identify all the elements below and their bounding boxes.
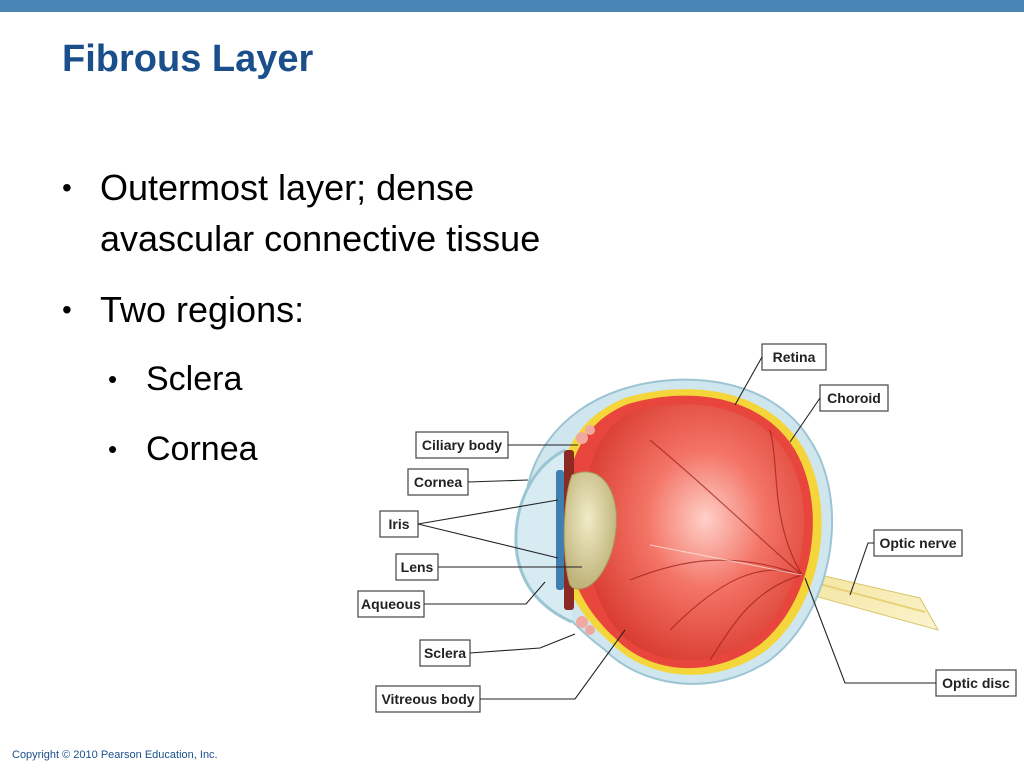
sub-bullet-text: Cornea xyxy=(146,430,258,468)
label-aqueous: Aqueous xyxy=(357,581,546,618)
label-iris: Iris xyxy=(379,499,559,559)
eye-anatomy-diagram: Retina Choroid Ciliary body Cornea Iris … xyxy=(350,330,1024,730)
eye-diagram-svg: Retina Choroid Ciliary body Cornea Iris … xyxy=(357,343,1017,713)
label-lens: Lens xyxy=(395,553,582,581)
label-lens-text: Lens xyxy=(401,559,434,575)
bullet-list: • Outermost layer; dense avascular conne… xyxy=(62,162,582,495)
bullet-text: Outermost layer; dense avascular connect… xyxy=(100,167,541,259)
lens-shape xyxy=(563,471,617,590)
vitreous-body-shape xyxy=(585,404,805,661)
bullet-marker: • xyxy=(62,172,72,203)
label-ciliary-body: Ciliary body xyxy=(415,431,578,459)
copyright-footer: Copyright © 2010 Pearson Education, Inc. xyxy=(12,749,218,761)
bullet-marker: • xyxy=(62,294,72,325)
retinal-vessels xyxy=(629,429,803,661)
top-accent-bar xyxy=(0,0,1024,12)
bullet-item: • Outermost layer; dense avascular conne… xyxy=(62,162,582,264)
label-vitreous-body: Vitreous body xyxy=(375,629,626,713)
label-aqueous-text: Aqueous xyxy=(361,596,421,612)
label-optic-nerve: Optic nerve xyxy=(849,529,963,596)
label-optic-nerve-text: Optic nerve xyxy=(879,535,956,551)
label-optic-disc-text: Optic disc xyxy=(942,675,1010,691)
sub-bullet-text: Sclera xyxy=(146,360,243,398)
visual-axis-line xyxy=(649,544,803,576)
iris-shape xyxy=(556,470,564,590)
label-cornea: Cornea xyxy=(407,468,529,496)
slide-title: Fibrous Layer xyxy=(62,38,314,80)
bullet-text: Two regions: xyxy=(100,289,305,330)
sub-bullet-item: • Cornea xyxy=(62,425,582,473)
label-iris-text: Iris xyxy=(388,516,409,532)
label-choroid-text: Choroid xyxy=(827,390,881,406)
bullet-marker: • xyxy=(108,434,118,464)
label-optic-disc: Optic disc xyxy=(804,577,1017,697)
bullet-item: • Two regions: xyxy=(62,284,582,335)
label-cornea-text: Cornea xyxy=(414,474,462,490)
ciliary-processes xyxy=(576,425,595,635)
label-choroid: Choroid xyxy=(789,384,889,443)
label-sclera-text: Sclera xyxy=(424,645,466,661)
label-retina: Retina xyxy=(734,343,827,406)
sub-bullet-item: • Sclera xyxy=(62,355,582,403)
label-retina-text: Retina xyxy=(773,349,816,365)
label-vitreous-body-text: Vitreous body xyxy=(381,691,474,707)
label-sclera: Sclera xyxy=(419,633,576,667)
label-ciliary-body-text: Ciliary body xyxy=(422,437,502,453)
bullet-marker: • xyxy=(108,364,118,394)
